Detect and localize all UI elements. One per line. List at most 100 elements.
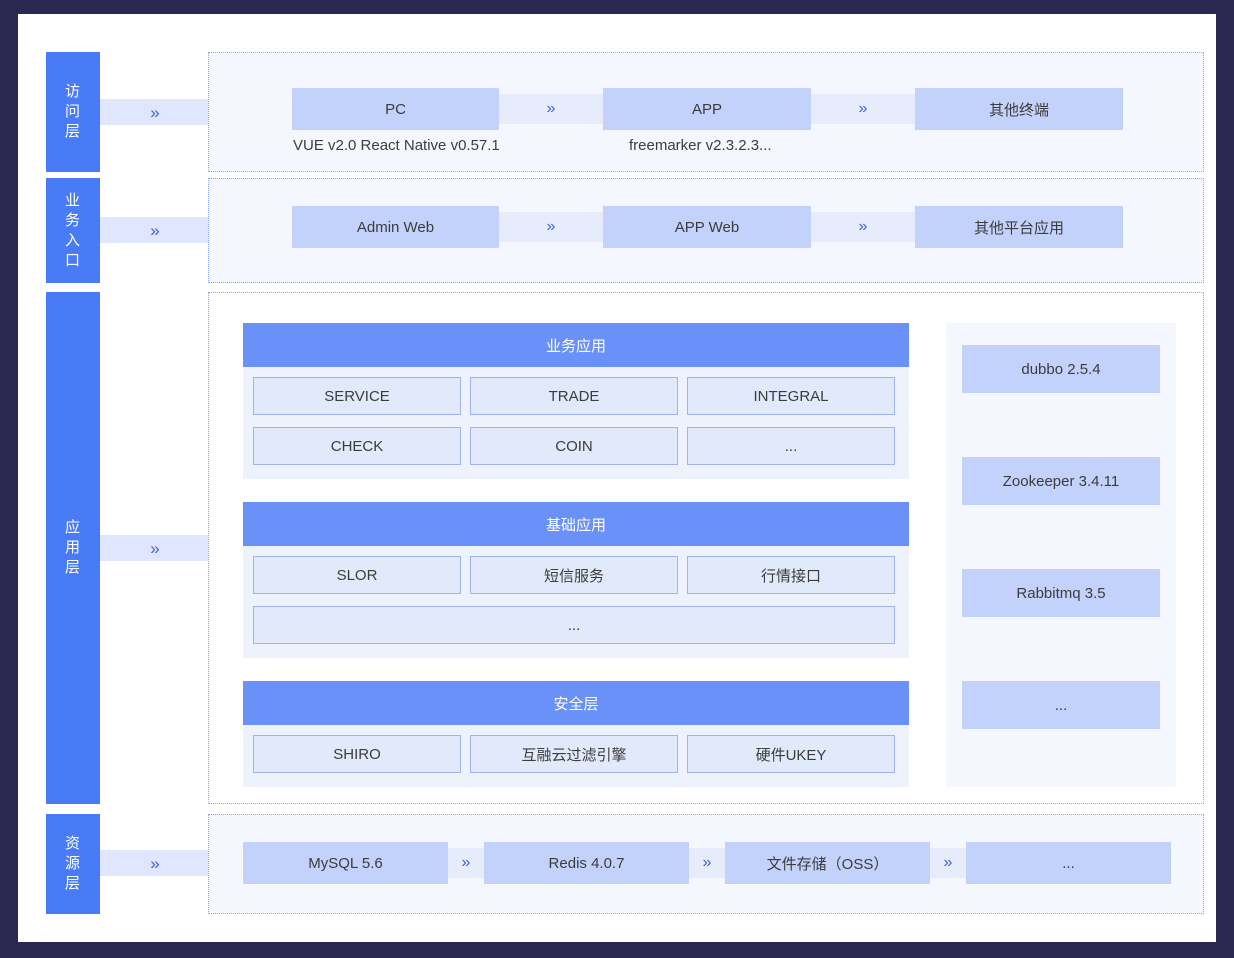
- resource-chip-mysql-label: MySQL 5.6: [308, 854, 383, 872]
- layer-tab-resource-label: 资源层: [64, 835, 81, 892]
- access-chip-other-terminal-label: 其他终端: [988, 101, 1049, 119]
- access-chip-pc-label: PC: [385, 100, 406, 118]
- cell-sms-service-label: 短信服务: [543, 567, 604, 585]
- layer-body-resource: MySQL 5.6 » Redis 4.0.7 » 文件存储（OSS） » ..…: [208, 814, 1204, 914]
- chevron-right-icon: »: [150, 102, 160, 122]
- layer-tab-entry-label: 业务入口: [64, 191, 81, 269]
- layer-row-resource: 资源层 » MySQL 5.6 » Redis 4.0.7 » 文件存储（OSS…: [18, 814, 1216, 914]
- access-chip-app-label: APP: [691, 100, 722, 118]
- resource-chip-more-label: ...: [1062, 854, 1075, 872]
- connector-resource: »: [100, 850, 210, 876]
- middleware-panel: dubbo 2.5.4 Zookeeper 3.4.11 Rabbitmq 3.…: [946, 323, 1176, 787]
- resource-chip-file-storage-label: 文件存储（OSS）: [766, 855, 889, 873]
- resource-chip-redis-label: Redis 4.0.7: [548, 854, 625, 872]
- cell-hurong-filter-engine-label: 互融云过滤引擎: [521, 746, 627, 764]
- resource-chip-redis[interactable]: Redis 4.0.7: [484, 842, 689, 884]
- middleware-chip-rabbitmq[interactable]: Rabbitmq 3.5: [962, 569, 1160, 617]
- cell-service[interactable]: SERVICE: [253, 377, 461, 415]
- chevron-right-icon: »: [943, 854, 953, 871]
- access-chip-app[interactable]: APP: [603, 88, 811, 130]
- layer-tab-access[interactable]: 访问层: [46, 52, 100, 172]
- access-note-app: freemarker v2.3.2.3...: [629, 137, 772, 154]
- layer-row-access: 访问层 » PC » APP » 其他终端 VUE v2.0 React Nat…: [18, 52, 1216, 172]
- access-chip-other-terminal[interactable]: 其他终端: [915, 88, 1123, 130]
- connector-access: »: [100, 99, 210, 125]
- cell-hardware-ukey[interactable]: 硬件UKEY: [687, 735, 895, 773]
- cell-quote-interface-label: 行情接口: [760, 567, 821, 585]
- cell-hurong-filter-engine[interactable]: 互融云过滤引擎: [470, 735, 678, 773]
- chevron-right-icon: »: [858, 218, 868, 235]
- entry-arrow-2: »: [811, 212, 915, 242]
- group-security-layer-title: 安全层: [243, 681, 909, 725]
- chevron-right-icon: »: [461, 854, 471, 871]
- layer-tab-resource[interactable]: 资源层: [46, 814, 100, 914]
- access-arrow-1: »: [499, 94, 603, 124]
- cell-trade-label: TRADE: [548, 387, 600, 405]
- connector-entry: »: [100, 217, 210, 243]
- entry-chip-admin-web[interactable]: Admin Web: [292, 206, 499, 248]
- chevron-right-icon: »: [546, 218, 556, 235]
- middleware-chip-zookeeper-label: Zookeeper 3.4.11: [1002, 472, 1120, 490]
- entry-arrow-1: »: [499, 212, 603, 242]
- cell-integral[interactable]: INTEGRAL: [687, 377, 895, 415]
- middleware-chip-rabbitmq-label: Rabbitmq 3.5: [1016, 584, 1106, 602]
- group-business-application: 业务应用 SERVICE TRADE INTEGRAL CHECK COIN .…: [243, 323, 909, 479]
- layer-tab-application-label: 应用层: [64, 519, 81, 576]
- layer-tab-application[interactable]: 应用层: [46, 292, 100, 804]
- resource-chip-mysql[interactable]: MySQL 5.6: [243, 842, 448, 884]
- middleware-chip-zookeeper[interactable]: Zookeeper 3.4.11: [962, 457, 1160, 505]
- layer-body-application: 业务应用 SERVICE TRADE INTEGRAL CHECK COIN .…: [208, 292, 1204, 804]
- resource-arrow-3: »: [930, 848, 966, 878]
- middleware-chip-more-label: ...: [1054, 696, 1068, 714]
- entry-chip-other-platform-label: 其他平台应用: [973, 219, 1064, 237]
- cell-check[interactable]: CHECK: [253, 427, 461, 465]
- entry-chip-app-web[interactable]: APP Web: [603, 206, 811, 248]
- cell-shiro-label: SHIRO: [333, 745, 381, 763]
- cell-shiro[interactable]: SHIRO: [253, 735, 461, 773]
- chevron-right-icon: »: [150, 220, 160, 240]
- connector-application: »: [100, 535, 210, 561]
- middleware-chip-dubbo-label: dubbo 2.5.4: [1021, 360, 1101, 378]
- cell-coin-label: COIN: [555, 437, 593, 455]
- group-business-application-title: 业务应用: [243, 323, 909, 367]
- chevron-right-icon: »: [546, 100, 556, 117]
- resource-chip-more[interactable]: ...: [966, 842, 1171, 884]
- layer-tab-access-label: 访问层: [64, 83, 81, 140]
- group-base-application-title: 基础应用: [243, 502, 909, 546]
- cell-business-more[interactable]: ...: [687, 427, 895, 465]
- group-security-layer: 安全层 SHIRO 互融云过滤引擎 硬件UKEY: [243, 681, 909, 787]
- chevron-right-icon: »: [702, 854, 712, 871]
- layer-tab-entry[interactable]: 业务入口: [46, 178, 100, 283]
- cell-sms-service[interactable]: 短信服务: [470, 556, 678, 594]
- layer-body-entry: Admin Web » APP Web » 其他平台应用: [208, 178, 1204, 283]
- chevron-right-icon: »: [858, 100, 868, 117]
- cell-coin[interactable]: COIN: [470, 427, 678, 465]
- access-chip-pc[interactable]: PC: [292, 88, 499, 130]
- access-arrow-2: »: [811, 94, 915, 124]
- cell-hardware-ukey-label: 硬件UKEY: [755, 746, 827, 764]
- middleware-chip-dubbo[interactable]: dubbo 2.5.4: [962, 345, 1160, 393]
- entry-chip-admin-web-label: Admin Web: [356, 218, 435, 236]
- cell-quote-interface[interactable]: 行情接口: [687, 556, 895, 594]
- access-note-pc: VUE v2.0 React Native v0.57.1: [293, 137, 500, 154]
- cell-base-more[interactable]: ...: [253, 606, 895, 644]
- cell-service-label: SERVICE: [324, 387, 390, 405]
- resource-chip-file-storage[interactable]: 文件存储（OSS）: [725, 842, 930, 884]
- cell-slor-label: SLOR: [336, 566, 378, 584]
- chevron-right-icon: »: [150, 538, 160, 558]
- entry-chip-other-platform[interactable]: 其他平台应用: [915, 206, 1123, 248]
- layer-row-entry: 业务入口 » Admin Web » APP Web » 其他平台应用: [18, 178, 1216, 283]
- entry-chip-app-web-label: APP Web: [674, 218, 740, 236]
- cell-trade[interactable]: TRADE: [470, 377, 678, 415]
- cell-integral-label: INTEGRAL: [753, 387, 829, 405]
- chevron-right-icon: »: [150, 853, 160, 873]
- middleware-chip-more[interactable]: ...: [962, 681, 1160, 729]
- cell-slor[interactable]: SLOR: [253, 556, 461, 594]
- layer-body-access: PC » APP » 其他终端 VUE v2.0 React Native v0…: [208, 52, 1204, 172]
- group-base-application: 基础应用 SLOR 短信服务 行情接口 ...: [243, 502, 909, 658]
- cell-base-more-label: ...: [567, 616, 581, 634]
- diagram-canvas: 访问层 » PC » APP » 其他终端 VUE v2.0 React Nat…: [18, 14, 1216, 942]
- cell-check-label: CHECK: [330, 437, 384, 455]
- resource-arrow-2: »: [689, 848, 725, 878]
- resource-arrow-1: »: [448, 848, 484, 878]
